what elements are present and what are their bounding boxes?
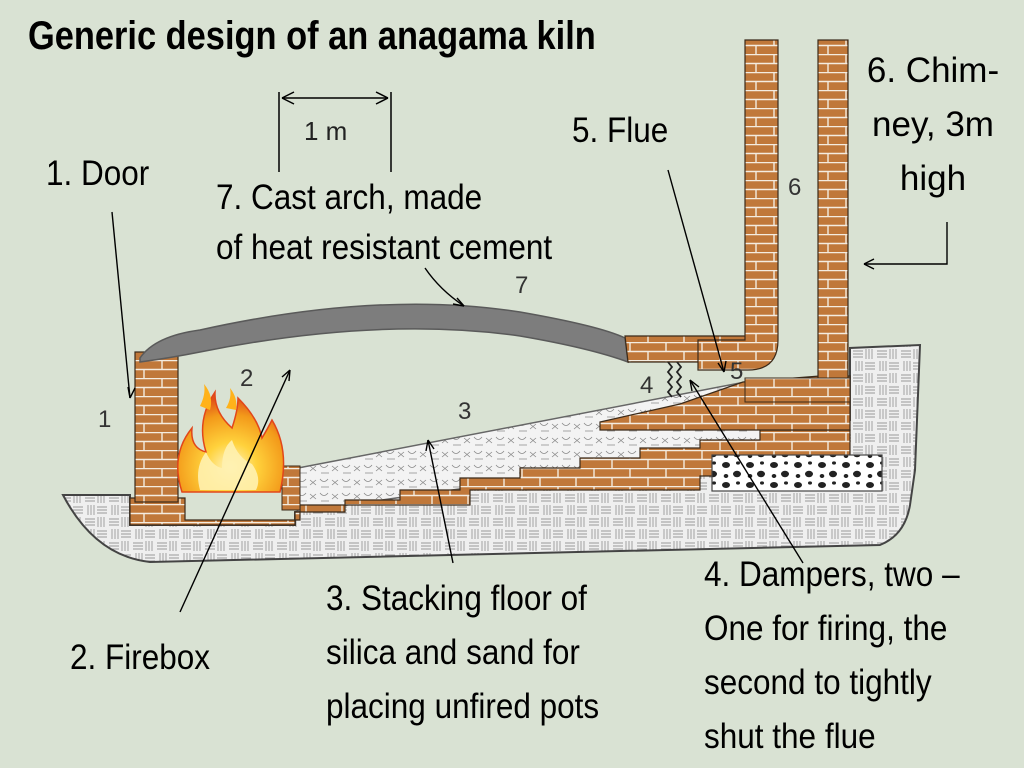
label-flue: 5. Flue xyxy=(572,111,669,150)
door-wall xyxy=(134,351,179,503)
diagram-number-6: 6 xyxy=(788,174,802,201)
sand-block xyxy=(711,454,883,492)
diagram-number-1: 1 xyxy=(98,406,112,433)
label-stacking-line-3: placing unfired pots xyxy=(326,687,600,726)
label-door: 1. Door xyxy=(46,154,150,193)
label-cast-arch-line-2: of heat resistant cement xyxy=(216,228,553,267)
diagram-number-7: 7 xyxy=(515,272,529,299)
scale-bar xyxy=(278,91,392,172)
diagram-number-5: 5 xyxy=(730,358,744,385)
brick-floor xyxy=(129,429,851,526)
label-dampers-line-4: shut the flue xyxy=(704,717,876,756)
cast-arch xyxy=(139,303,629,364)
label-chimney-line-2: ney, 3m xyxy=(872,105,994,144)
label-chimney: 6. Chim- ney, 3m high xyxy=(858,44,1008,206)
leader-lines xyxy=(111,169,948,613)
diagram-number-3: 3 xyxy=(458,398,472,425)
dampers-leader xyxy=(689,379,804,564)
label-dampers-line-2: One for firing, the xyxy=(704,609,948,648)
diagram-number-4: 4 xyxy=(640,372,654,399)
arch-leader xyxy=(424,267,465,307)
door-leader xyxy=(111,211,131,399)
chimney-left-wall xyxy=(697,39,779,371)
chimney-leader xyxy=(864,222,948,265)
chimney-base xyxy=(744,377,851,403)
label-cast-arch-line-1: 7. Cast arch, made xyxy=(216,178,483,217)
label-stacking-floor: 3. Stacking floor of silica and sand for… xyxy=(326,572,599,734)
firebox-lip xyxy=(281,465,301,511)
label-chimney-line-1: 6. Chim- xyxy=(866,51,1000,90)
damper-icon xyxy=(666,361,683,398)
slide-title: Generic design of an anagama kiln xyxy=(28,14,596,58)
label-stacking-line-1: 3. Stacking floor of xyxy=(326,579,587,618)
scale-label: 1 m xyxy=(304,116,348,146)
firebox-leader xyxy=(179,369,291,613)
label-firebox: 2. Firebox xyxy=(70,638,211,677)
label-dampers: 4. Dampers, two – One for firing, the se… xyxy=(704,548,960,764)
label-dampers-line-3: second to tightly xyxy=(704,663,932,702)
label-dampers-line-1: 4. Dampers, two – xyxy=(704,555,960,594)
fire-icon xyxy=(177,384,285,493)
diagram-number-2: 2 xyxy=(240,365,254,392)
label-stacking-line-2: silica and sand for xyxy=(326,633,580,672)
stacking-leader xyxy=(427,439,454,564)
flue-leader xyxy=(667,169,725,373)
label-chimney-line-3: high xyxy=(899,159,967,198)
label-cast-arch: 7. Cast arch, made of heat resistant cem… xyxy=(216,170,552,276)
chimney-right-wall xyxy=(817,39,849,386)
